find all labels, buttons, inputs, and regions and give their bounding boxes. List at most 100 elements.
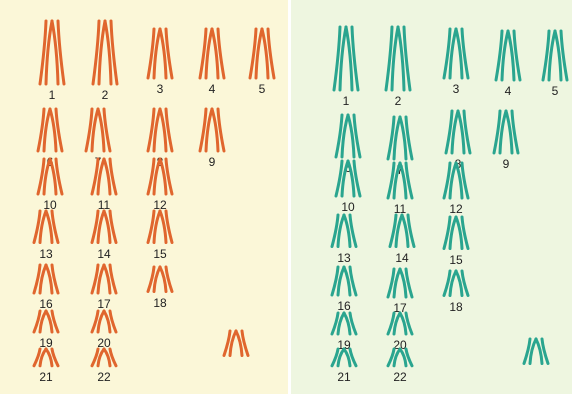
chromatid-pair: [348, 115, 360, 157]
chromosome-label: 1: [37, 88, 67, 102]
chromosome-pair-14: [387, 212, 417, 255]
chromatid-pair: [344, 313, 356, 334]
chromosome-label: 14: [89, 247, 119, 261]
chromosome-label: 22: [89, 370, 119, 384]
chromatid-pair: [160, 29, 172, 78]
chromatid-pair: [200, 109, 212, 151]
chromatid-pair: [92, 349, 104, 366]
chromatid-pair: [348, 161, 360, 196]
chromatid-pair: [38, 109, 50, 151]
chromosome-pair-18: [145, 264, 175, 300]
chromatid-pair: [212, 109, 224, 151]
chromatid-pair: [456, 271, 468, 296]
chromatid-pair: [92, 311, 104, 332]
chromatid-pair: [104, 349, 116, 366]
chromosome-label: 18: [441, 300, 471, 314]
chromosome-pair-12: [145, 156, 175, 202]
chromatid-pair: [38, 159, 50, 194]
chromatid-pair: [444, 29, 456, 78]
chromosome-pair-1: [37, 18, 67, 92]
chromatid-pair: [148, 29, 160, 78]
chromosome-label: 4: [493, 84, 523, 98]
chromosome-pair-5: [247, 26, 277, 86]
chromatid-pair: [336, 115, 348, 157]
chromosome-label: 2: [383, 94, 413, 108]
chromatid-pair: [444, 271, 456, 296]
chromatid-pair: [456, 217, 468, 249]
chromosome-pair-11: [89, 156, 119, 202]
chromatid-pair: [398, 27, 410, 90]
chromatid-pair: [332, 267, 344, 295]
chromatid-pair: [344, 267, 356, 295]
chromosome-label: 13: [329, 251, 359, 265]
chromosome-pair-10: [333, 158, 363, 204]
chromatid-pair: [200, 29, 212, 78]
chromosome-label: 21: [329, 370, 359, 384]
chromosome-pair-3: [441, 26, 471, 86]
chromatid-pair: [92, 211, 104, 243]
chromatid-pair: [92, 159, 104, 194]
chromatid-pair: [105, 21, 117, 84]
chromatid-pair: [332, 215, 344, 247]
chromosome-pair-1: [331, 24, 361, 98]
chromatid-pair: [104, 311, 116, 332]
chromosome-label: 13: [31, 247, 61, 261]
chromosome-pair-5: [540, 28, 570, 88]
chromosome-pair-6: [35, 106, 65, 159]
chromatid-pair: [86, 109, 98, 151]
chromatid-pair: [46, 265, 58, 293]
chromosome-pair-sex: [521, 336, 551, 372]
chromatid-pair: [224, 331, 236, 356]
chromosome-label: 21: [31, 370, 61, 384]
chromosome-label: 3: [145, 82, 175, 96]
chromatid-pair: [400, 269, 412, 297]
chromatid-pair: [346, 27, 358, 90]
chromatid-pair: [555, 31, 567, 80]
chromosome-label: 9: [491, 157, 521, 171]
chromatid-pair: [336, 161, 348, 196]
chromosome-pair-2: [90, 18, 120, 92]
chromatid-pair: [386, 27, 398, 90]
chromosome-pair-17: [89, 262, 119, 301]
chromosome-label: 5: [247, 82, 277, 96]
chromatid-pair: [400, 349, 412, 366]
chromatid-pair: [400, 313, 412, 334]
chromatid-pair: [458, 111, 470, 153]
chromatid-pair: [52, 21, 64, 84]
chromatid-pair: [496, 31, 508, 80]
chromatid-pair: [444, 163, 456, 198]
chromosome-pair-18: [441, 268, 471, 304]
chromosome-label: 15: [441, 253, 471, 267]
chromatid-pair: [160, 109, 172, 151]
chromosome-pair-4: [197, 26, 227, 86]
chromosome-pair-8: [443, 108, 473, 161]
chromatid-pair: [236, 331, 248, 356]
chromatid-pair: [40, 21, 52, 84]
chromosome-pair-16: [31, 262, 61, 301]
chromosome-label: 15: [145, 247, 175, 261]
chromatid-pair: [388, 117, 400, 159]
chromosome-pair-17: [385, 266, 415, 305]
chromatid-pair: [388, 269, 400, 297]
chromatid-pair: [344, 215, 356, 247]
chromatid-pair: [344, 349, 356, 366]
chromatid-pair: [388, 313, 400, 334]
chromosome-pair-13: [31, 208, 61, 251]
chromatid-pair: [212, 29, 224, 78]
chromatid-pair: [388, 163, 400, 198]
chromatid-pair: [506, 111, 518, 153]
chromatid-pair: [543, 31, 555, 80]
chromatid-pair: [332, 313, 344, 334]
chromosome-label: 1: [331, 94, 361, 108]
chromatid-pair: [250, 29, 262, 78]
chromosome-pair-15: [441, 214, 471, 257]
chromatid-pair: [104, 265, 116, 293]
chromosome-pair-12: [441, 160, 471, 206]
chromatid-pair: [46, 211, 58, 243]
chromatid-pair: [93, 21, 105, 84]
chromatid-pair: [50, 159, 62, 194]
chromosome-label: 9: [197, 155, 227, 169]
chromatid-pair: [524, 339, 536, 364]
chromatid-pair: [388, 349, 400, 366]
